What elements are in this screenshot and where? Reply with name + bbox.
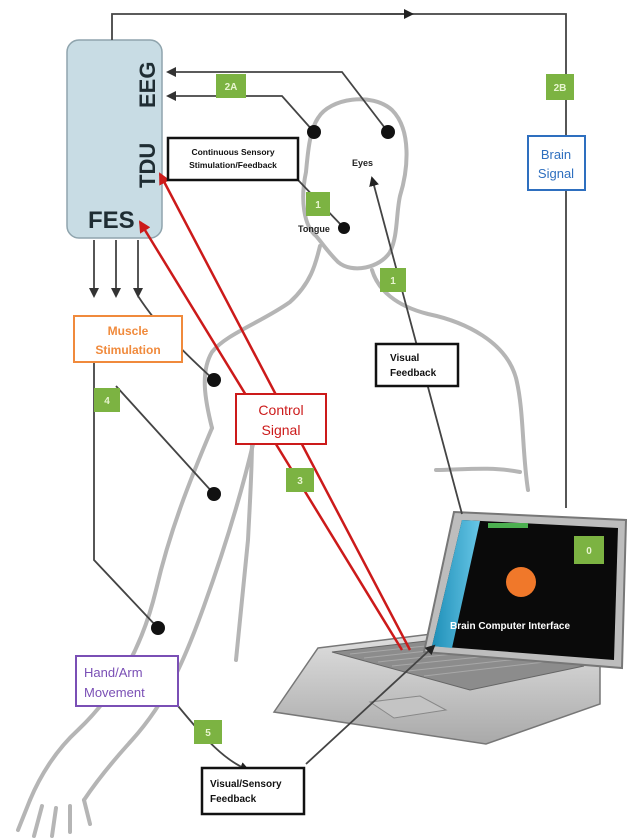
visual-sensory-feedback-line2: Feedback [210, 794, 257, 805]
laptop: Brain Computer Interface [272, 510, 628, 745]
continuous-feedback-line1: Continuous Sensory [191, 147, 274, 157]
step-badges: 2A 2B 1 1 4 3 5 0 [94, 74, 604, 744]
electrode-tongue [338, 222, 350, 234]
badge-2b: 2B [546, 74, 574, 100]
electrode-upper-arm [207, 487, 221, 501]
brain-signal-line1: Brain [541, 147, 571, 162]
hand-arm-movement-line1: Hand/Arm [84, 665, 143, 680]
svg-text:2A: 2A [225, 82, 238, 93]
visual-sensory-feedback-box: Visual/Sensory Feedback [200, 766, 306, 816]
top-loop-line [111, 13, 567, 508]
stim-line-lower [93, 360, 159, 629]
badge-5: 5 [194, 720, 222, 744]
control-signal-line2: Signal [262, 422, 301, 438]
badge-1-eyes: 1 [380, 268, 406, 292]
svg-text:0: 0 [586, 546, 592, 557]
screen-header-bar [488, 523, 528, 528]
svg-text:1: 1 [390, 276, 396, 287]
svg-text:2B: 2B [554, 83, 567, 94]
fes-label: FES [88, 207, 135, 234]
electrode-forearm [151, 621, 165, 635]
stim-line-middle [115, 385, 215, 495]
badge-0: 0 [574, 536, 604, 564]
badge-2a: 2A [216, 74, 246, 98]
muscle-stimulation-line2: Stimulation [95, 343, 160, 357]
eeg-line-lower [166, 91, 315, 133]
hand-arm-movement-line2: Movement [84, 685, 145, 700]
hand-to-feedback-line [177, 705, 250, 772]
svg-text:1: 1 [315, 200, 321, 211]
screen-title: Brain Computer Interface [450, 621, 570, 632]
muscle-stimulation-box: Muscle Stimulation [73, 315, 183, 363]
visual-feedback-box: Visual Feedback [374, 342, 460, 388]
badge-3: 3 [286, 468, 314, 492]
control-unit: EEG TDU FES [66, 39, 163, 239]
hand-arm-movement-box: Hand/Arm Movement [75, 655, 179, 707]
eyes-label: Eyes [352, 158, 373, 168]
continuous-feedback-box: Continuous Sensory Stimulation/Feedback [166, 136, 300, 182]
electrode-shoulder [207, 373, 221, 387]
visual-feedback-line2: Feedback [390, 368, 437, 379]
feedback-to-laptop-line [305, 644, 436, 765]
connector-lines [89, 9, 567, 772]
human-silhouette [16, 97, 530, 838]
badge-1-tongue: 1 [306, 192, 330, 216]
electrodes [151, 125, 395, 635]
svg-text:5: 5 [205, 728, 211, 739]
tongue-label: Tongue [298, 224, 330, 234]
eeg-label: EEG [135, 62, 160, 108]
brain-signal-line2: Signal [538, 166, 574, 181]
svg-text:4: 4 [104, 396, 110, 407]
visual-feedback-line1: Visual [390, 353, 419, 364]
continuous-feedback-line2: Stimulation/Feedback [189, 160, 277, 170]
svg-text:3: 3 [297, 476, 303, 487]
tdu-label: TDU [135, 143, 160, 188]
target-circle-icon [506, 567, 536, 597]
muscle-stimulation-line1: Muscle [108, 324, 149, 338]
badge-4: 4 [94, 388, 120, 412]
brain-signal-box: Brain Signal [527, 135, 586, 191]
screen-side-panel [432, 520, 480, 648]
control-signal-line1: Control [258, 402, 303, 418]
eeg-line-upper [166, 67, 389, 133]
electrode-head-left [307, 125, 321, 139]
visual-sensory-feedback-line1: Visual/Sensory [210, 779, 282, 790]
control-signal-box: Control Signal [235, 393, 327, 445]
electrode-head-right [381, 125, 395, 139]
